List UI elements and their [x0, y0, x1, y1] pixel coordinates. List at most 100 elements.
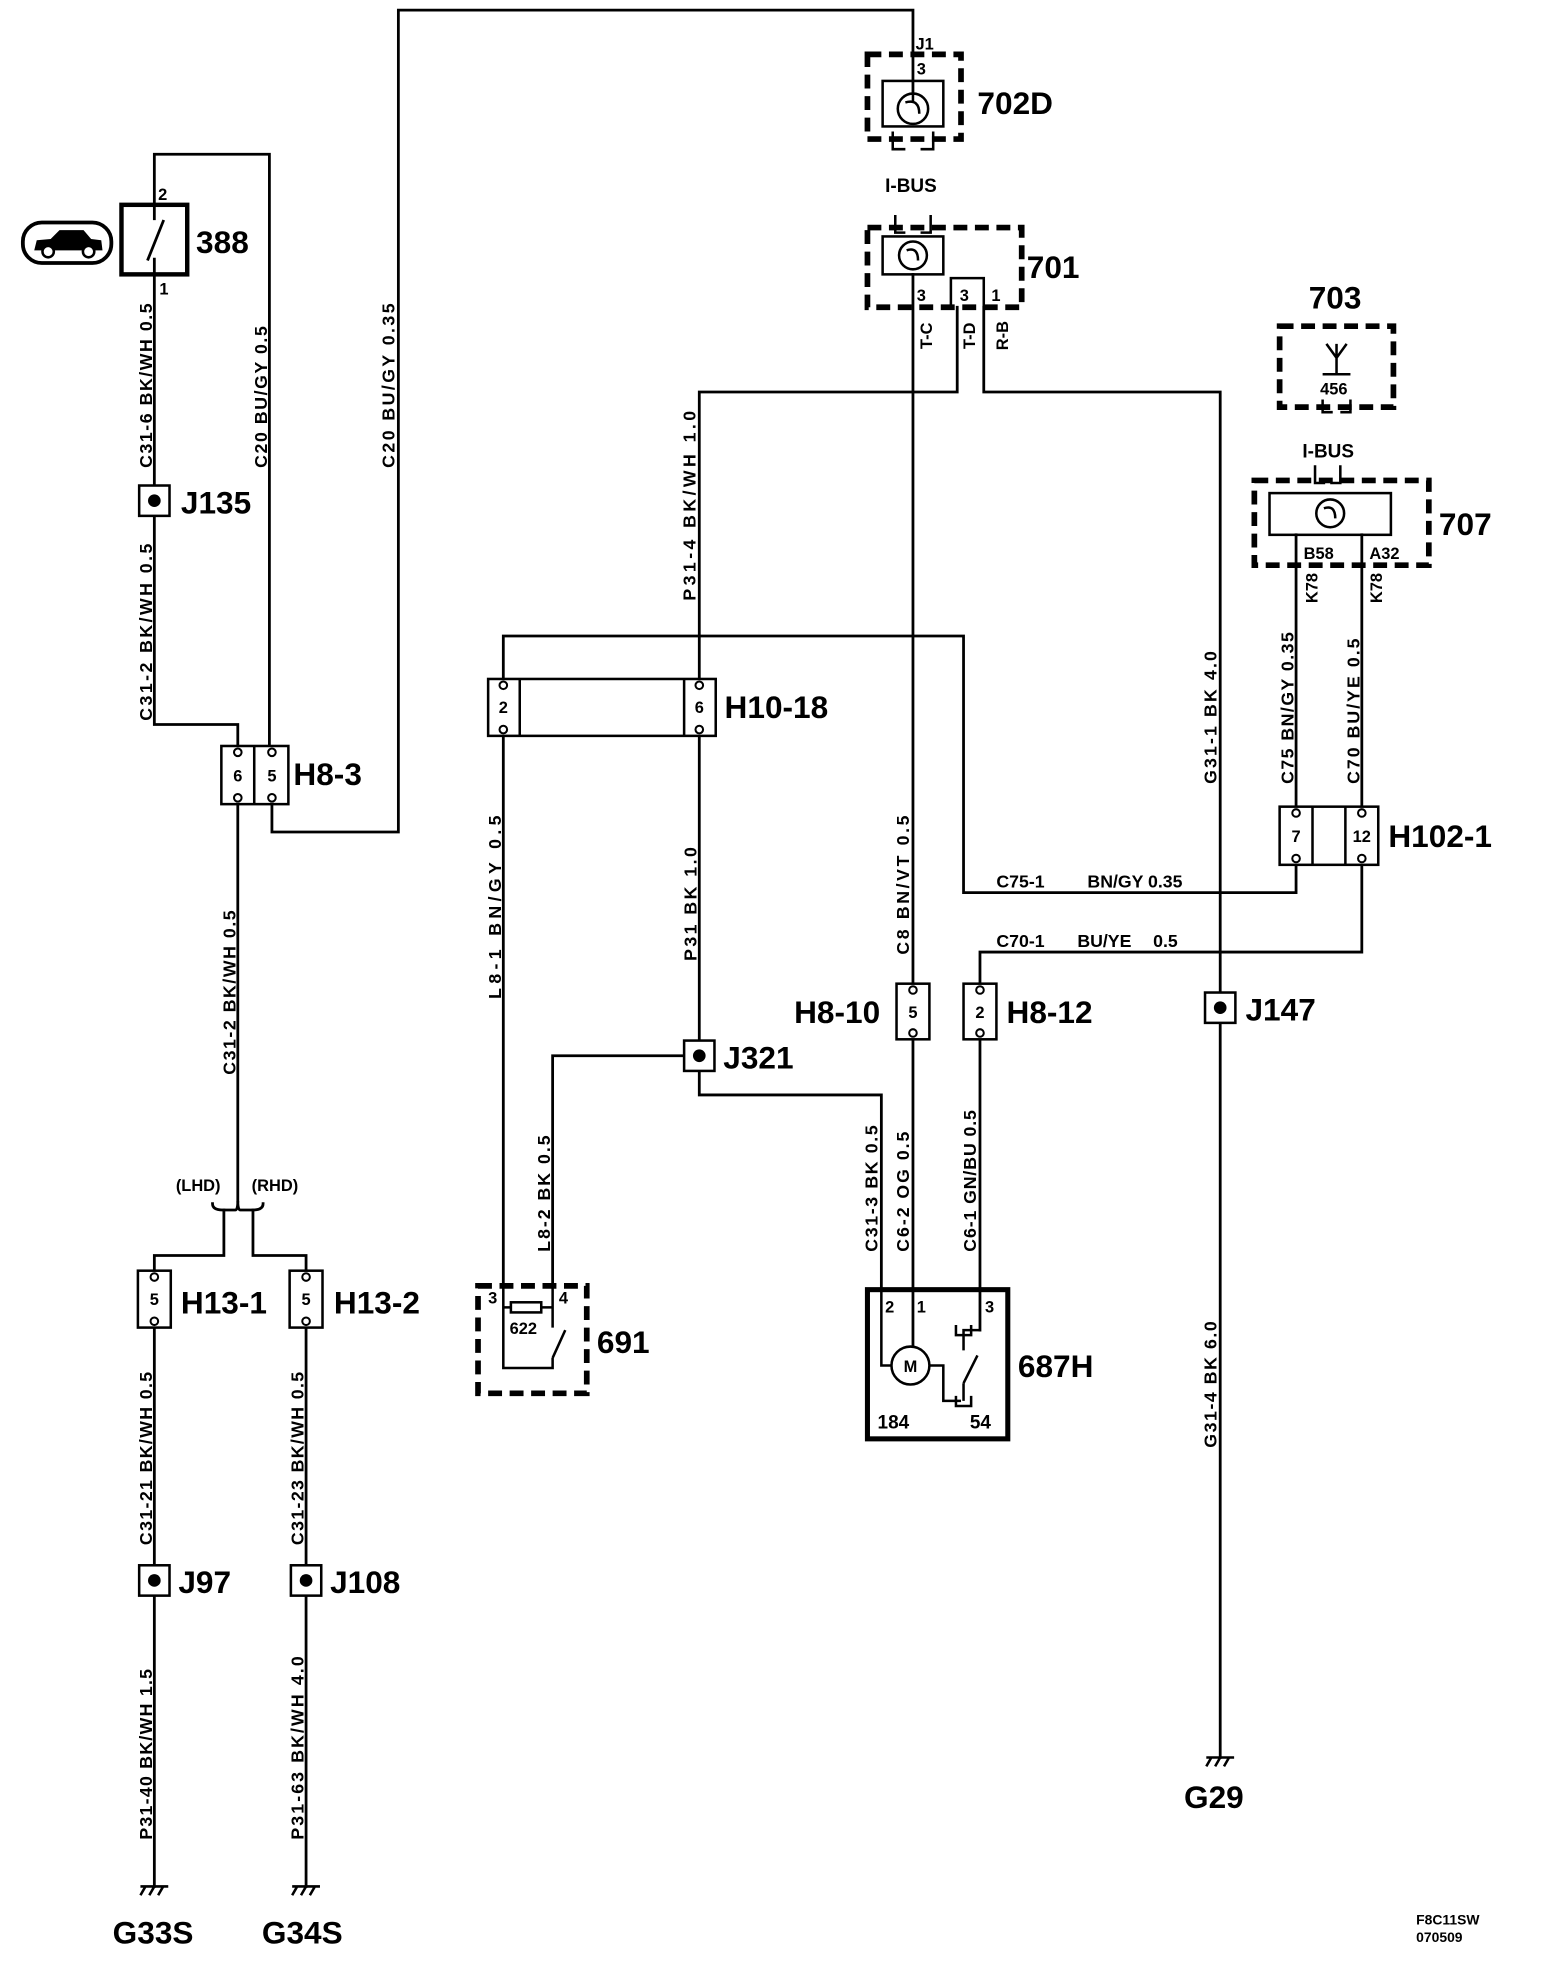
motor-687h: M 2 1 3 184 54 687H	[864, 1287, 1094, 1442]
splice-j321: J321	[682, 1039, 794, 1075]
pin-h8-3-5: 5	[267, 767, 276, 785]
splice-j147-label: J147	[1245, 991, 1315, 1027]
wire-label-p31-63: P31-63 BK/WH 4.0	[288, 1656, 308, 1839]
signal-k78-left: K78	[1304, 573, 1322, 603]
variant-rhd-label: (RHD)	[252, 1177, 299, 1195]
connector-h8-3-label: H8-3	[293, 756, 361, 792]
variant-split	[211, 1201, 265, 1212]
ground-icon	[291, 1885, 320, 1896]
antenna-703: 703 456	[1276, 280, 1397, 414]
connector-h13-1-label: H13-1	[181, 1285, 267, 1321]
variant-lhd-label: (LHD)	[176, 1177, 221, 1195]
wire-label-p31: P31 BK 1.0	[681, 847, 701, 961]
signal-r-b: R-B	[994, 321, 1012, 350]
switch-388: 2 1 388	[119, 186, 249, 299]
wire-label-c8: C8 BN/VT 0.5	[893, 815, 913, 954]
wire-label-c6-2: C6-2 OG 0.5	[893, 1131, 913, 1251]
signal-k78-right: K78	[1368, 573, 1386, 603]
module-701: I-BUS 3 3 1 T-C T-D R-B 701	[864, 176, 1080, 350]
wires	[152, 8, 1364, 1888]
motor-687h-label: 687H	[1018, 1348, 1094, 1384]
motor-687h-symbol: M	[904, 1358, 918, 1376]
wire-label-p31-4: P31-4 BK/WH 1.0	[679, 411, 699, 601]
connector-h8-12-label: H8-12	[1007, 994, 1093, 1030]
module-702d-label: 702D	[977, 85, 1053, 121]
module-701-label: 701	[1027, 249, 1080, 285]
wire-r-b	[982, 305, 1222, 994]
connector-h102-1-label: H102-1	[1388, 818, 1492, 854]
pin-701-r-b: 1	[991, 287, 1000, 305]
drawing-date: 070509	[1416, 1929, 1463, 1945]
wire-c70-1	[978, 863, 1364, 986]
pin-687h-3: 3	[985, 1298, 994, 1316]
wire-label-g31-4: G31-4 BK 6.0	[1200, 1321, 1220, 1448]
wire-label-c75-1-spec: BN/GY 0.35	[1087, 872, 1182, 892]
wire-l8-2	[551, 1054, 686, 1288]
ground-g29-label: G29	[1184, 1779, 1244, 1815]
wire-c31-3	[697, 1069, 883, 1292]
signal-t-d: T-D	[961, 322, 979, 349]
splice-j135-label: J135	[181, 484, 251, 520]
pin-h8-10-5: 5	[908, 1004, 917, 1022]
wire-label-c20-05: C20 BU/GY 0.5	[251, 326, 271, 468]
ground-icon	[1205, 1756, 1235, 1767]
pin-691-4: 4	[559, 1290, 569, 1308]
ibus-label-701: I-BUS	[885, 176, 937, 197]
motor-icon	[890, 1345, 931, 1386]
pin-702d-3: 3	[917, 61, 926, 79]
relay-691-code: 622	[510, 1320, 537, 1338]
ground-g33s-label: G33S	[113, 1914, 194, 1950]
pin-707-b58: B58	[1304, 545, 1334, 563]
wire-label-c6-1: C6-1 GN/BU 0.5	[960, 1110, 980, 1252]
pin-h8-3-6: 6	[233, 767, 242, 785]
drawing-code: F8C11SW	[1416, 1911, 1480, 1927]
pin-h102-1-7: 7	[1291, 828, 1300, 846]
wire-label-c70-1-size: 0.5	[1153, 931, 1178, 951]
antenna-703-label: 703	[1309, 280, 1362, 316]
wire-label-g31-1: G31-1 BK 4.0	[1200, 651, 1220, 784]
pin-687h-2: 2	[885, 1298, 894, 1316]
wire-label-c70-1-id: C70-1	[996, 931, 1044, 951]
connector-h8-10-label: H8-10	[794, 994, 880, 1030]
wire-label-c31-23: C31-23 BK/WH 0.5	[288, 1372, 308, 1545]
motor-687h-code-54: 54	[970, 1413, 992, 1434]
wire-label-c31-2-upper: C31-2 BK/WH 0.5	[136, 544, 156, 721]
wire-label-c31-3: C31-3 BK 0.5	[862, 1125, 882, 1252]
connector-h13-2: 5 H13-2	[288, 1269, 420, 1329]
module-702d: J1 3 702D	[864, 35, 1053, 151]
wire-label-c31-2-lower: C31-2 BK/WH 0.5	[219, 910, 239, 1075]
pin-701-t-c: 3	[917, 287, 926, 305]
relay-691: 3 4 622 691	[475, 1283, 650, 1397]
wire-label-c70-1-color: BU/YE	[1077, 931, 1131, 951]
wire-label-c70: C70 BU/YE 0.5	[1343, 638, 1363, 784]
ground-icon	[139, 1885, 169, 1896]
wire-c20-035	[270, 8, 915, 834]
switch-388-label: 388	[196, 224, 249, 260]
splice-j147: J147	[1203, 991, 1316, 1027]
wire-t-d	[697, 305, 959, 681]
pin-701-t-d: 3	[960, 287, 969, 305]
wire-label-l8-1: L8-1 BN/GY 0.5	[485, 815, 505, 998]
ground-g34s-label: G34S	[262, 1914, 343, 1950]
pin-388-1: 1	[159, 281, 168, 299]
pin-707-a32: A32	[1369, 545, 1399, 563]
wire-c31-2-upper	[152, 514, 240, 748]
vehicle-icon	[20, 220, 114, 265]
wire-label-l8-2: L8-2 BK 0.5	[534, 1135, 554, 1251]
wire-label-c75: C75 BN/GY 0.35	[1278, 632, 1298, 784]
wire-labels: C31-6 BK/WH 0.5 C20 BU/GY 0.5 C20 BU/GY …	[136, 303, 1363, 1839]
pin-h13-2-5: 5	[301, 1291, 310, 1309]
relay-691-label: 691	[597, 1324, 650, 1360]
connector-h10-18-label: H10-18	[725, 689, 829, 725]
connector-h10-18: 2 6 H10-18	[486, 677, 829, 738]
splice-j97-label: J97	[178, 1564, 231, 1600]
pin-687h-1: 1	[917, 1298, 926, 1316]
ground-g33s: G33S	[113, 1885, 194, 1950]
connector-h8-3: 6 5 H8-3	[220, 744, 362, 806]
signal-t-c: T-C	[918, 322, 936, 349]
wire-lhd-branch	[152, 1208, 226, 1273]
wire-label-p31-40: P31-40 BK/WH 1.5	[136, 1669, 156, 1840]
splice-j108-label: J108	[330, 1564, 400, 1600]
pin-691-3: 3	[488, 1290, 497, 1308]
